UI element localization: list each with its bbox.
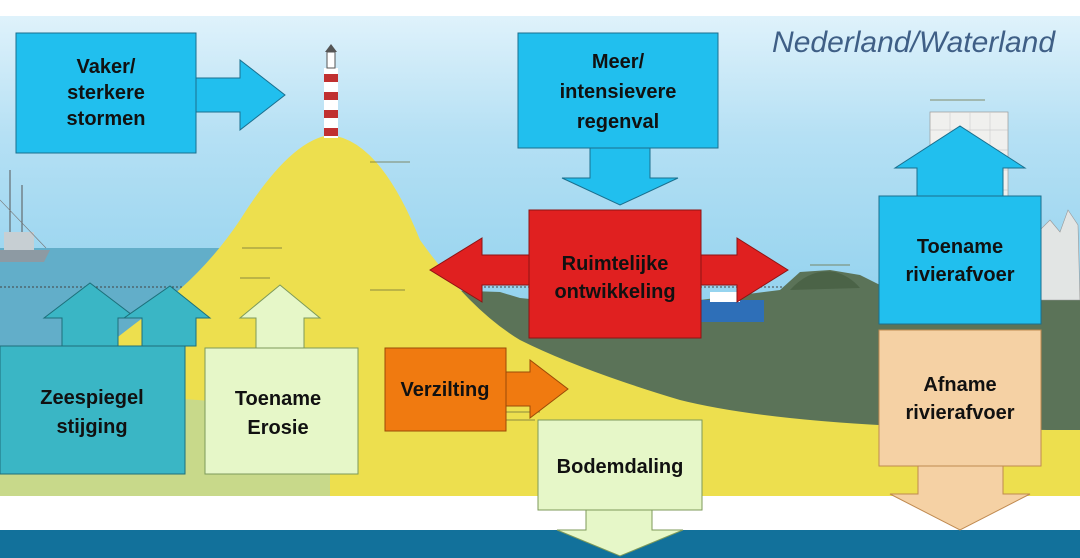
spatial-label-line1: Ruimtelijke: [562, 253, 669, 275]
erosion-arrow: Toename Erosie: [204, 284, 359, 475]
salinization-label: Verzilting: [401, 379, 490, 401]
top-margin: [0, 0, 1080, 16]
rain-label-line1: Meer/: [592, 51, 645, 73]
river-increase-label-line1: Toename: [917, 236, 1003, 258]
spatial-development-arrow: Ruimtelijke ontwikkeling: [429, 209, 789, 339]
dike-hill: [790, 271, 860, 290]
lighthouse-icon: [324, 44, 338, 138]
erosion-box: [204, 347, 359, 475]
spatial-box: [528, 209, 702, 339]
river-decrease-box: [878, 329, 1042, 467]
ship-icon: [0, 170, 50, 262]
river-decrease-label-line2: rivierafvoer: [906, 402, 1015, 424]
river-decrease-arrow: Afname rivierafvoer: [878, 329, 1042, 531]
sea-level-rise-arrow: Zeespiegel stijging: [0, 282, 212, 475]
sea-level-label-line1: Zeespiegel: [40, 387, 143, 409]
erosion-label-line2: Erosie: [247, 417, 308, 439]
storms-arrow: Vaker/ sterkere stormen: [15, 32, 286, 154]
rain-box: [517, 32, 719, 149]
spatial-label-line2: ontwikkeling: [554, 281, 675, 303]
storms-box: [15, 32, 197, 154]
subsidence-label: Bodemdaling: [557, 456, 684, 478]
rain-label-line3: regenval: [577, 111, 659, 133]
storms-label-line2: sterkere: [67, 82, 145, 104]
salinization-arrow: Verzilting: [384, 347, 569, 432]
footer-bar: [0, 530, 1080, 558]
subsidence-box: [537, 419, 703, 511]
river-decrease-label-line1: Afname: [923, 374, 996, 396]
background-scribbles: [240, 99, 985, 421]
sea-level-box: [0, 345, 186, 475]
storms-label-line1: Vaker/: [77, 56, 136, 78]
storms-label-line3: stormen: [67, 108, 146, 130]
salinization-box: [384, 347, 507, 432]
rain-label-line2: intensievere: [560, 81, 677, 103]
boat-icon: [700, 292, 764, 322]
rain-arrow: Meer/ intensievere regenval: [517, 32, 719, 206]
river-increase-arrow: Toename rivierafvoer: [878, 125, 1042, 325]
erosion-label-line1: Toename: [235, 388, 321, 410]
header-title: Nederland/Waterland: [772, 26, 1056, 59]
subsidence-arrow: Bodemdaling: [537, 419, 703, 557]
river-increase-label-line2: rivierafvoer: [906, 264, 1015, 286]
sea-level-label-line2: stijging: [56, 416, 127, 438]
river-increase-box: [878, 195, 1042, 325]
